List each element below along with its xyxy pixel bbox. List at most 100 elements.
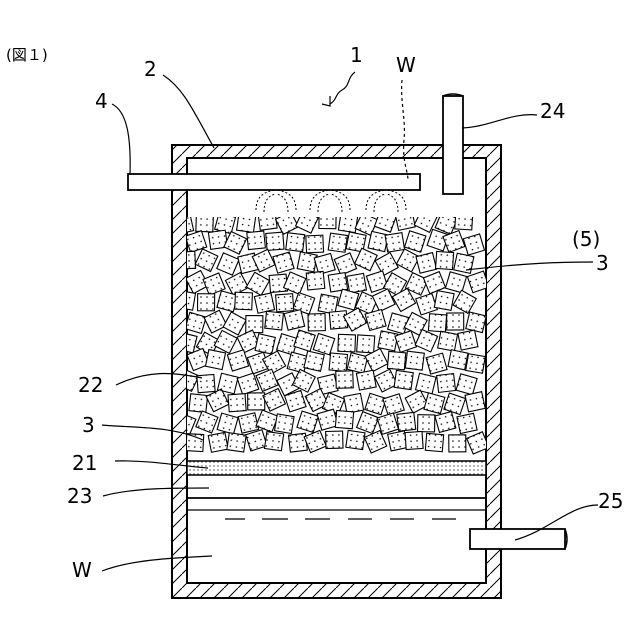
packed-block xyxy=(388,313,409,334)
packed-block xyxy=(297,252,317,272)
packed-block xyxy=(405,231,426,252)
packed-block xyxy=(235,292,253,310)
packed-block xyxy=(338,334,356,352)
packed-block xyxy=(195,249,218,272)
packed-block xyxy=(356,370,376,390)
spray-nozzles xyxy=(256,190,406,212)
packed-block xyxy=(217,253,239,275)
label-vent-pipe: 24 xyxy=(540,99,565,123)
packed-block xyxy=(426,353,447,374)
packed-block xyxy=(223,312,246,335)
packed-block xyxy=(335,410,353,428)
label-paren-5: (5) xyxy=(572,227,600,251)
packed-block xyxy=(396,249,419,272)
packed-block xyxy=(394,370,413,389)
packed-block xyxy=(266,232,284,250)
packed-block xyxy=(227,350,248,371)
packed-block xyxy=(438,331,458,351)
packed-block xyxy=(294,330,315,351)
packed-block xyxy=(328,273,347,292)
packed-block xyxy=(448,350,468,370)
packed-block xyxy=(428,314,446,332)
packed-block xyxy=(365,393,386,414)
packed-block xyxy=(456,374,477,395)
figure-caption: (図１) xyxy=(6,46,48,64)
packed-block xyxy=(463,234,484,255)
packed-block xyxy=(423,272,445,294)
packed-block xyxy=(227,433,246,452)
supply-pipe xyxy=(128,174,420,190)
packed-block xyxy=(273,252,294,273)
packed-block xyxy=(189,394,208,413)
packed-block xyxy=(246,430,267,451)
packed-block xyxy=(357,335,375,353)
packed-block xyxy=(466,354,486,374)
packed-block xyxy=(256,369,278,391)
packed-block xyxy=(465,392,485,412)
label-water-bottom: W xyxy=(72,558,92,582)
packed-block xyxy=(346,430,365,449)
packed-block xyxy=(326,431,343,448)
packed-block xyxy=(449,435,466,452)
label-drain-pipe: 25 xyxy=(598,489,623,513)
packed-block xyxy=(228,394,246,412)
packed-block xyxy=(387,351,405,369)
packed-block xyxy=(288,433,307,452)
packed-block xyxy=(357,412,379,434)
packed-block xyxy=(205,350,225,370)
packed-block xyxy=(405,351,424,370)
packed-block xyxy=(246,272,269,295)
packed-block xyxy=(258,211,277,230)
packed-block xyxy=(306,271,325,290)
label-block-left: 3 xyxy=(82,413,95,437)
label-supply-pipe: 4 xyxy=(95,89,108,113)
packed-block xyxy=(318,294,338,314)
packed-block xyxy=(425,433,443,451)
packed-block xyxy=(248,393,265,410)
packed-block xyxy=(347,273,367,293)
packed-block xyxy=(237,373,259,395)
packed-block xyxy=(306,235,324,253)
packed-block xyxy=(334,253,356,275)
packed-block xyxy=(276,212,299,235)
label-packed-bed: 22 xyxy=(78,373,103,397)
packed-block xyxy=(304,351,324,371)
packed-block xyxy=(263,351,286,374)
packed-block xyxy=(338,213,357,232)
label-wall: 2 xyxy=(144,57,157,81)
packed-block xyxy=(395,210,415,230)
water-surface xyxy=(187,510,486,519)
packed-block xyxy=(308,314,325,331)
packed-block xyxy=(319,211,336,228)
packed-block xyxy=(383,394,404,415)
packed-block xyxy=(265,311,284,330)
packed-block xyxy=(458,330,478,350)
packed-block xyxy=(424,393,445,414)
packed-block xyxy=(276,294,294,312)
packed-block xyxy=(196,214,214,232)
packed-block xyxy=(284,310,305,331)
packed-block xyxy=(206,389,229,412)
packed-block xyxy=(196,411,218,433)
packed-block xyxy=(198,294,215,311)
vent-pipe xyxy=(443,96,463,194)
packed-block xyxy=(374,369,397,392)
packed-block xyxy=(455,212,473,230)
packed-block xyxy=(444,393,466,415)
packed-block xyxy=(185,312,206,333)
packed-block xyxy=(414,210,437,233)
packed-block xyxy=(247,231,266,250)
packed-block xyxy=(447,313,464,330)
packed-block xyxy=(466,312,486,332)
packed-block xyxy=(385,233,404,252)
packed-block xyxy=(204,310,227,333)
packed-block xyxy=(405,431,423,449)
packed-block xyxy=(246,316,263,333)
packed-block xyxy=(313,333,334,354)
packed-block xyxy=(238,413,258,433)
label-device: 1 xyxy=(350,43,363,67)
packed-block xyxy=(416,253,437,274)
packed-block xyxy=(397,412,416,431)
packed-block xyxy=(328,233,347,252)
